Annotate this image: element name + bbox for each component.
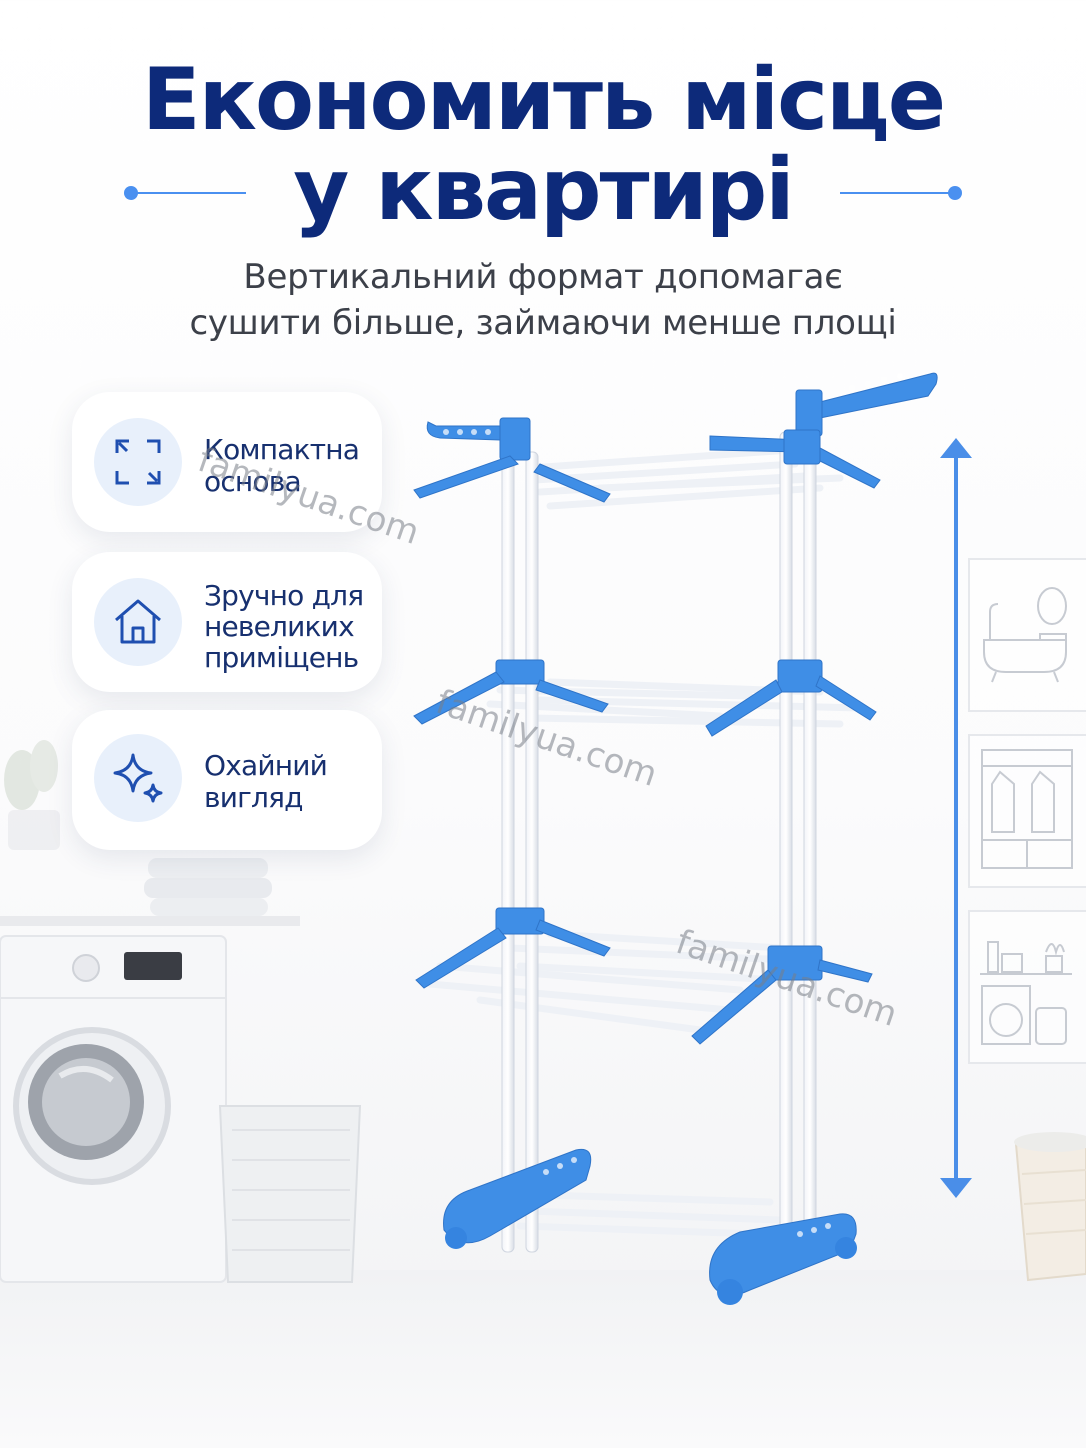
feature-card-small-rooms: Зручно для невеликих приміщень (72, 552, 382, 692)
room-panel-laundry (968, 910, 1086, 1064)
feature-label: Охайний (204, 749, 328, 782)
laundry-room-icon (980, 941, 1072, 1045)
bathroom-icon (983, 587, 1067, 683)
room-panel-wardrobe (968, 734, 1086, 888)
washing-machine-illustration (0, 935, 227, 1283)
plant-illustration (4, 740, 60, 850)
height-arrow-icon (940, 438, 972, 1198)
decor-dot-right (948, 186, 962, 200)
decor-dot-left (124, 186, 138, 200)
floor (0, 1270, 1086, 1448)
sparkle-icon (94, 734, 182, 822)
decor-line-left (134, 192, 246, 194)
feature-card-compact-base: Компактна основа (72, 392, 382, 532)
decor-line-right (840, 192, 952, 194)
feature-label: вигляд (204, 781, 304, 814)
room-panel-bathroom (968, 558, 1086, 712)
feature-label: основа (204, 465, 302, 498)
house-icon (94, 578, 182, 666)
feature-label: Компактна (204, 433, 360, 466)
wardrobe-icon (981, 749, 1073, 869)
expand-arrows-icon (94, 418, 182, 506)
page-title-line1: Економить місце (141, 50, 946, 150)
feature-label: приміщень (204, 641, 359, 674)
page-title-line2: у квартирі (293, 140, 795, 240)
subtitle-line1: Вертикальний формат допомагає (243, 257, 843, 297)
basket-illustration (218, 1105, 362, 1283)
feature-card-neat-look: Охайний вигляд (72, 710, 382, 850)
drying-rack-illustration (413, 372, 938, 1305)
subtitle-line2: сушити більше, займаючи менше площі (189, 303, 897, 343)
laundry-scene (0, 740, 362, 1283)
feature-label: невеликих (204, 610, 355, 643)
basket-right-illustration (1014, 1132, 1086, 1282)
feature-label: Зручно для (204, 579, 364, 612)
